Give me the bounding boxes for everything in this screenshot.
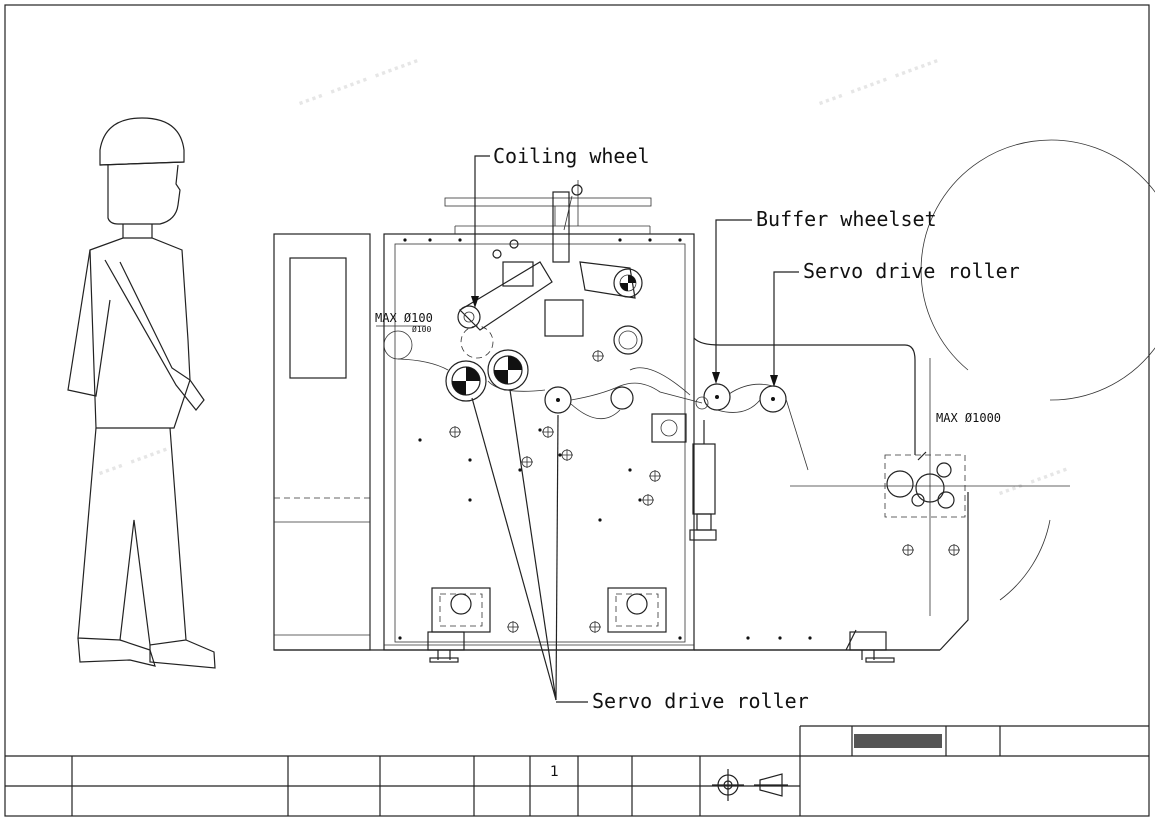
web-path [397, 358, 809, 471]
max-d100-label: MAX Ø100 [375, 311, 433, 325]
sheet-number: 1 [550, 764, 559, 780]
svg-text:Coiling wheel: Coiling wheel [493, 144, 650, 168]
frame-rivets [398, 238, 812, 640]
max-d1000-label: MAX Ø1000 [936, 411, 1001, 425]
callout-coiling-wheel: Coiling wheel [471, 144, 650, 308]
callout-servo-drive-roller-top: Servo drive roller [770, 259, 1020, 387]
svg-text:···· ······: ···· ······ [95, 439, 172, 484]
mounting-holes [449, 350, 661, 633]
svg-text:···· ······ ·······: ···· ······ ······· [815, 51, 943, 115]
motor-mounts [431, 587, 667, 633]
drawing-border [4, 4, 1150, 817]
svg-text:Buffer wheelset: Buffer wheelset [756, 207, 937, 231]
machine-frame [274, 180, 940, 651]
svg-text:···· ······: ···· ······ [995, 459, 1072, 504]
operator-figure-icon [67, 117, 216, 669]
buffer-cylinder [689, 420, 717, 541]
svg-text:···· ······ ·······: ···· ······ ······· [295, 51, 423, 115]
title-bar [854, 734, 942, 748]
callout-buffer-wheelset: Buffer wheelset [712, 207, 937, 384]
title-block [5, 725, 1149, 816]
max-coil-circle [790, 139, 1155, 616]
electrical-cabinet [273, 233, 385, 651]
svg-text:Servo drive roller: Servo drive roller [803, 259, 1020, 283]
d100-label: Ø100 [412, 324, 431, 334]
projection-symbol-icon [712, 769, 788, 801]
machine-feet [427, 629, 895, 663]
winder-arm [693, 337, 969, 651]
rollers [383, 325, 787, 443]
coiling-wheel-assembly [457, 184, 643, 355]
callout-servo-drive-roller-bottom: Servo drive roller [471, 389, 809, 713]
svg-text:Servo drive roller: Servo drive roller [592, 689, 809, 713]
